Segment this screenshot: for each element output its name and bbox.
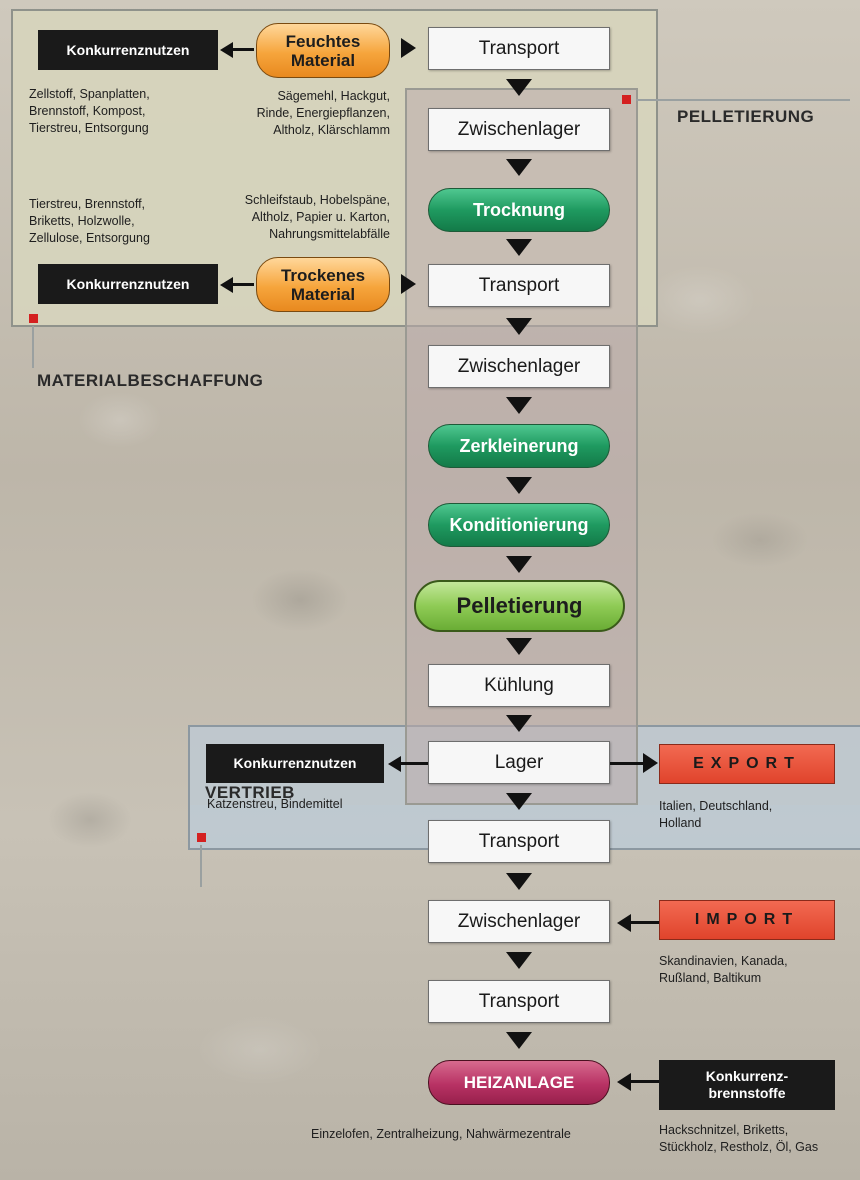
trockenes-material-node: Trockenes Material bbox=[256, 257, 390, 312]
import-countries: Skandinavien, Kanada, Rußland, Baltikum bbox=[659, 954, 788, 985]
konkurrenzbrennstoffe-node: Konkurrenz- brennstoffe bbox=[659, 1060, 835, 1110]
arrow-down-icon bbox=[506, 556, 532, 573]
feuchtes-material-sources: Sägemehl, Hackgut, Rinde, Energiepflanze… bbox=[256, 89, 390, 137]
arrow-line bbox=[628, 921, 660, 924]
section-label-materialbeschaffung: MATERIALBESCHAFFUNG bbox=[37, 371, 264, 390]
zwischenlager-node-1: Zwischenlager bbox=[428, 108, 610, 151]
arrow-right-icon bbox=[401, 274, 416, 294]
transport-node-1: Transport bbox=[428, 27, 610, 70]
feuchtes-material-node: Feuchtes Material bbox=[256, 23, 390, 78]
arrow-line bbox=[232, 48, 254, 51]
section-label-pelletierung: PELLETIERUNG bbox=[677, 107, 815, 126]
konkurrenznutzen-box-1: Konkurrenznutzen bbox=[38, 30, 218, 70]
arrow-down-icon bbox=[506, 1032, 532, 1049]
arrow-down-icon bbox=[506, 397, 532, 414]
arrow-down-icon bbox=[506, 79, 532, 96]
arrow-down-icon bbox=[506, 318, 532, 335]
kuehlung-node: Kühlung bbox=[428, 664, 610, 707]
zerkleinerung-node: Zerkleinerung bbox=[428, 424, 610, 468]
arrow-left-icon bbox=[617, 1073, 631, 1091]
zwischenlager-node-2: Zwischenlager bbox=[428, 345, 610, 388]
zwischenlager-node-3: Zwischenlager bbox=[428, 900, 610, 943]
konkurrenznutzen-box-2: Konkurrenznutzen bbox=[38, 264, 218, 304]
arrow-down-icon bbox=[506, 239, 532, 256]
konkurrenzbrennstoffe-label: Konkurrenz- brennstoffe bbox=[705, 1068, 789, 1101]
arrow-down-icon bbox=[506, 952, 532, 969]
arrow-down-icon bbox=[506, 477, 532, 494]
trockenes-material-sources: Schleifstaub, Hobelspäne, Altholz, Papie… bbox=[244, 193, 390, 241]
konditionierung-node: Konditionierung bbox=[428, 503, 610, 547]
arrow-left-icon bbox=[220, 42, 233, 58]
arrow-left-icon bbox=[388, 756, 401, 772]
vertrieb-marker bbox=[197, 833, 206, 842]
export-node: EXPORT bbox=[659, 744, 835, 784]
import-node: IMPORT bbox=[659, 900, 835, 940]
konkurrenznutzen-list-1: Zellstoff, Spanplatten, Brennstoff, Komp… bbox=[29, 87, 150, 135]
pelletierung-marker bbox=[622, 95, 631, 104]
konkurrenzbrennstoffe-list: Hackschnitzel, Briketts, Stückholz, Rest… bbox=[659, 1123, 819, 1154]
transport-node-3: Transport bbox=[428, 820, 610, 863]
trockenes-material-label: Trockenes Material bbox=[280, 265, 366, 304]
feuchtes-material-label: Feuchtes Material bbox=[285, 31, 361, 70]
export-countries: Italien, Deutschland, Holland bbox=[659, 799, 773, 830]
arrow-right-icon bbox=[643, 753, 658, 773]
trocknung-node: Trocknung bbox=[428, 188, 610, 232]
arrow-down-icon bbox=[506, 159, 532, 176]
section-label-vertrieb: VERTRIEB bbox=[205, 783, 295, 802]
materialbeschaffung-leader bbox=[32, 326, 34, 368]
heizanlage-types: Einzelofen, Zentralheizung, Nahwärmezent… bbox=[311, 1127, 571, 1141]
transport-node-2: Transport bbox=[428, 264, 610, 307]
arrow-down-icon bbox=[506, 793, 532, 810]
materialbeschaffung-marker bbox=[29, 314, 38, 323]
arrow-line bbox=[232, 283, 254, 286]
konkurrenznutzen-list-3: Katzenstreu, Bindemittel bbox=[207, 797, 343, 811]
arrow-line bbox=[628, 1080, 660, 1083]
arrow-down-icon bbox=[506, 873, 532, 890]
lager-node: Lager bbox=[428, 741, 610, 784]
transport-node-4: Transport bbox=[428, 980, 610, 1023]
arrow-line bbox=[400, 762, 428, 765]
arrow-line bbox=[610, 762, 646, 765]
pelletierung-node: Pelletierung bbox=[414, 580, 625, 632]
arrow-left-icon bbox=[617, 914, 631, 932]
heizanlage-node: HEIZANLAGE bbox=[428, 1060, 610, 1105]
konkurrenznutzen-box-3: Konkurrenznutzen bbox=[206, 744, 384, 783]
pelletierung-leader bbox=[636, 99, 850, 101]
arrow-left-icon bbox=[220, 277, 233, 293]
vertrieb-leader bbox=[200, 845, 202, 887]
arrow-down-icon bbox=[506, 638, 532, 655]
arrow-right-icon bbox=[401, 38, 416, 58]
arrow-down-icon bbox=[506, 715, 532, 732]
konkurrenznutzen-list-2: Tierstreu, Brennstoff, Briketts, Holzwol… bbox=[29, 197, 150, 245]
